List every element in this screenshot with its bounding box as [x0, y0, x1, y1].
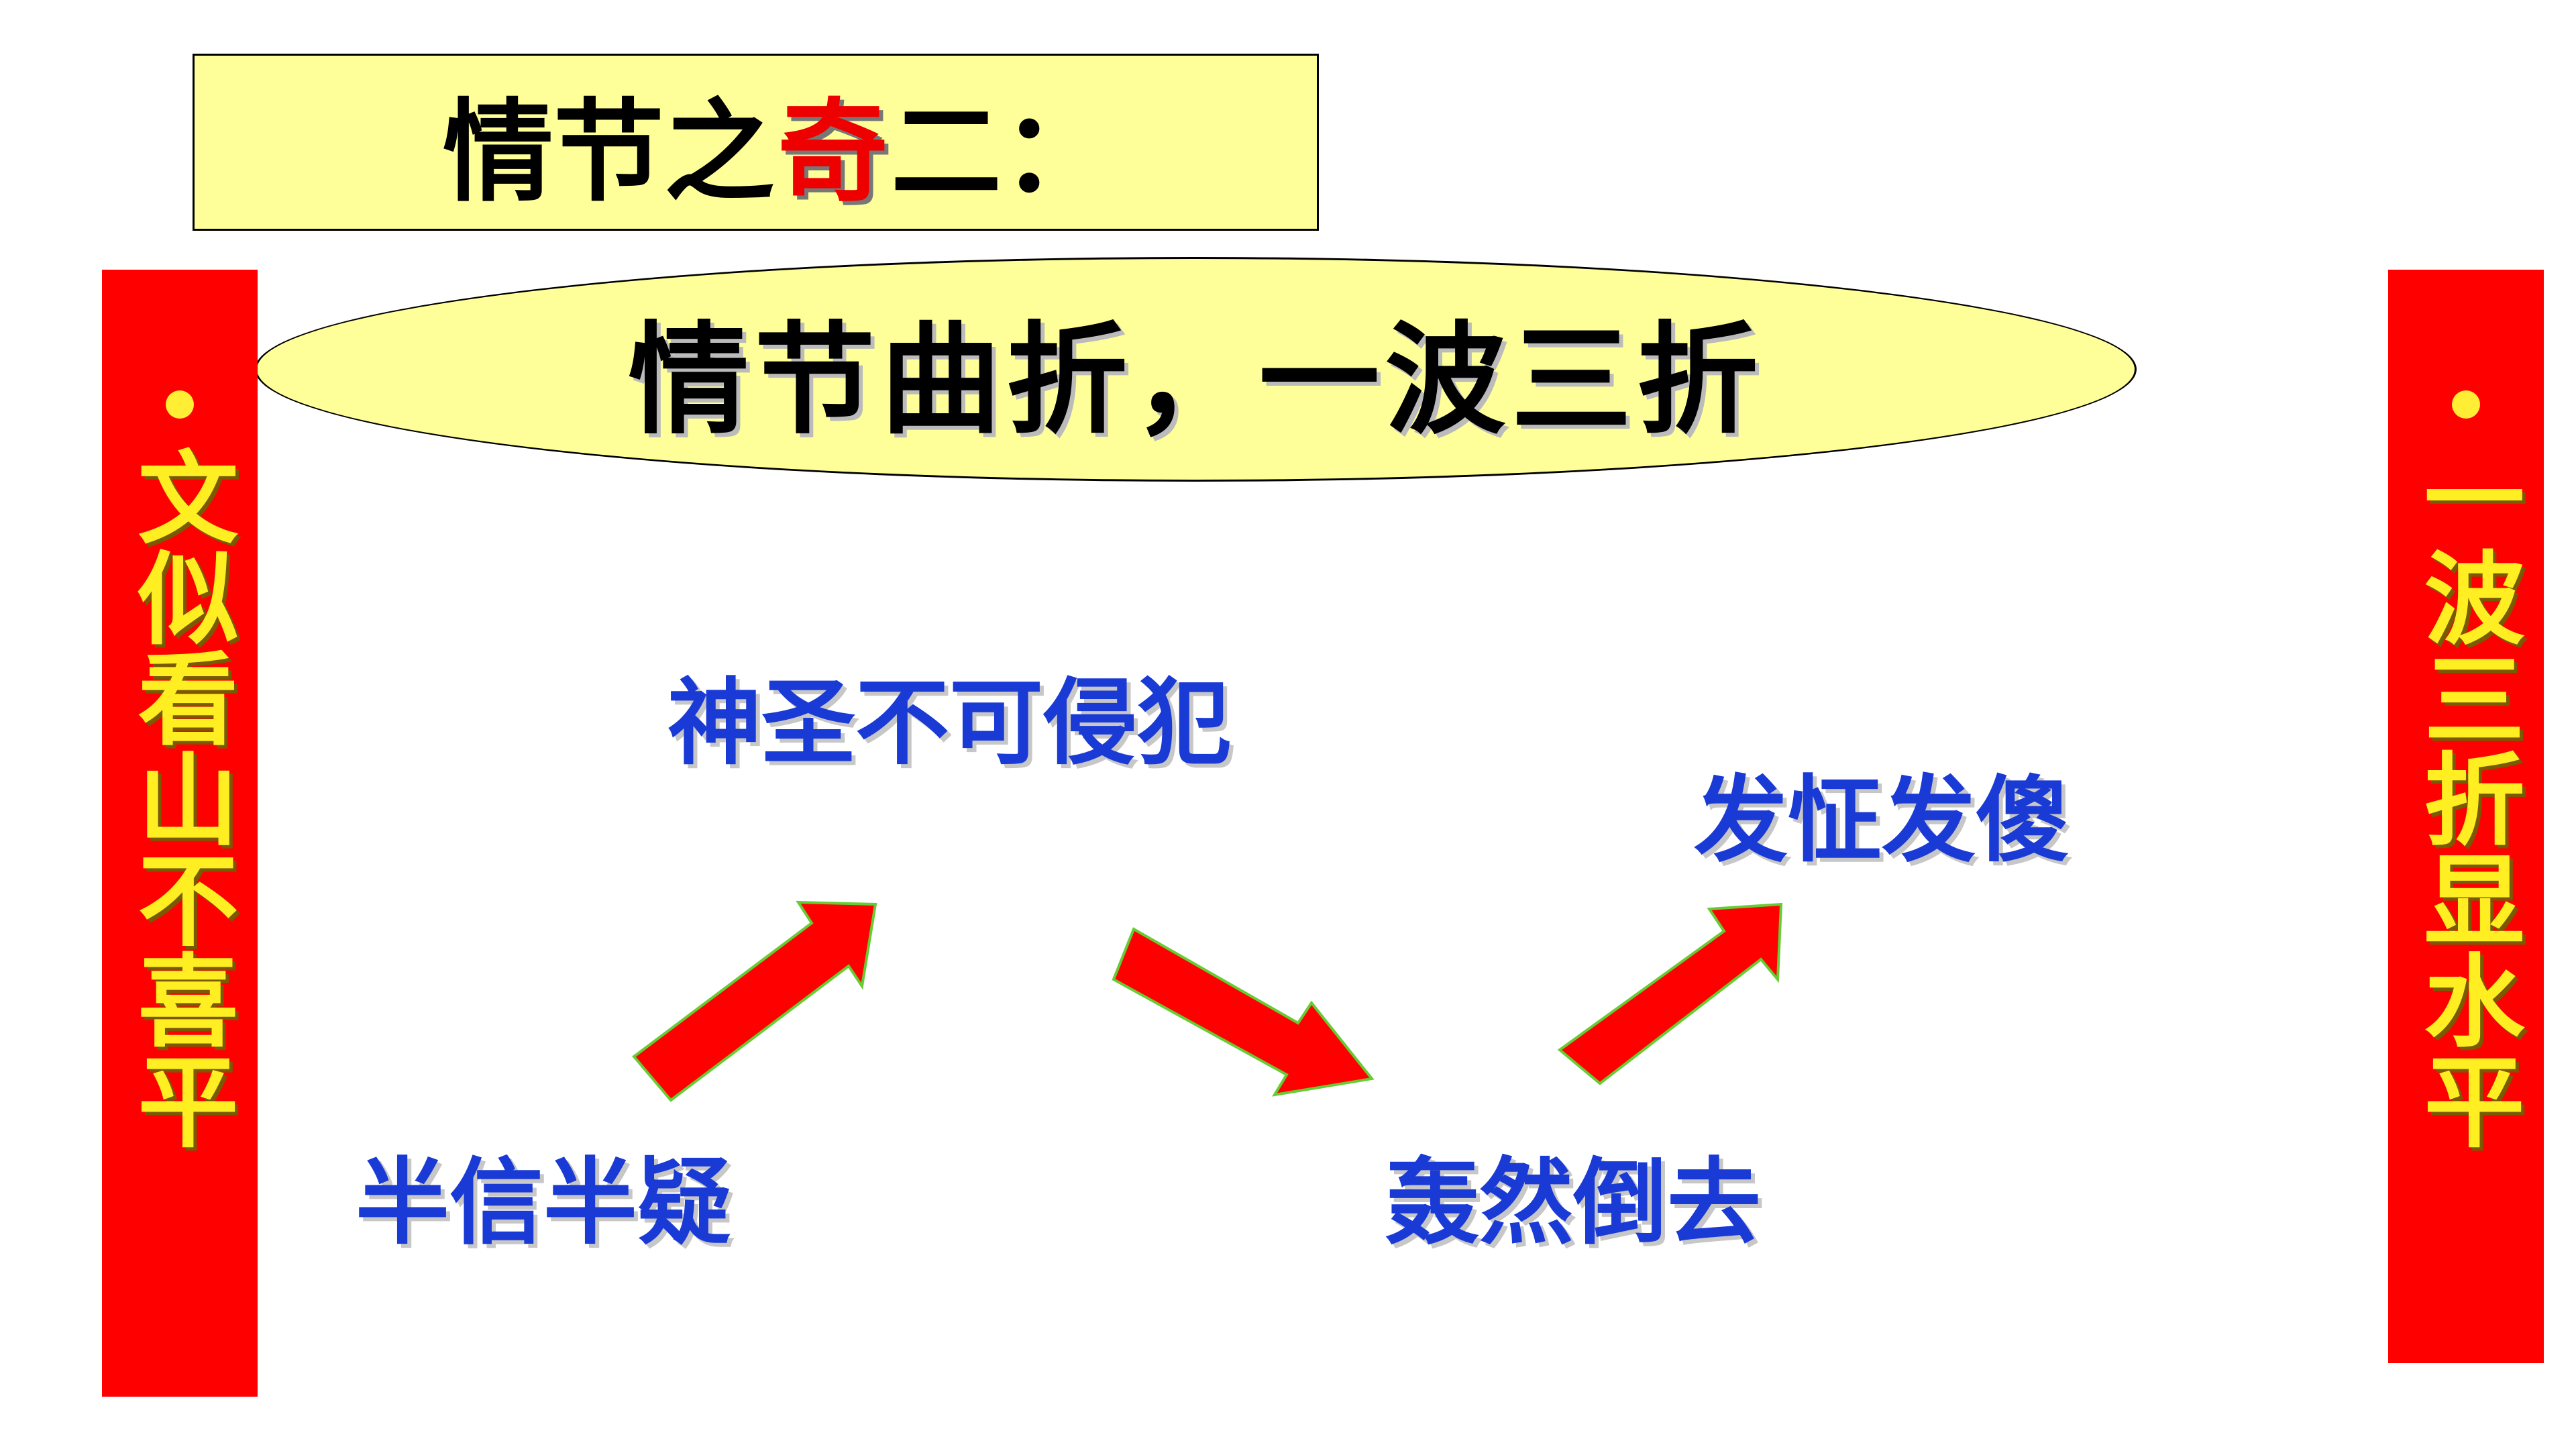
title-prefix: 情节之: [443, 87, 775, 217]
left-bullet-dot: [166, 390, 194, 419]
title-accent-char: 奇: [777, 86, 888, 217]
flow-step-3-label: 轰然倒去: [1385, 1148, 1762, 1258]
subtitle-text: 情节曲折，一波三折: [628, 311, 1764, 451]
right-bullet-dot: [2452, 390, 2480, 419]
flow-step-4-label: 发怔发傻: [1694, 766, 2070, 875]
arrow-down-1: [1112, 927, 1375, 1097]
right-couplet-banner: 一波三折显水平: [2388, 270, 2544, 1363]
arrow-up-1: [632, 900, 877, 1102]
right-couplet-text: 一波三折显水平: [2407, 445, 2525, 1150]
left-couplet-text: 文似看山不喜平: [121, 445, 239, 1150]
left-couplet-banner: 文似看山不喜平: [102, 270, 258, 1397]
flow-step-2-label: 神圣不可侵犯: [667, 669, 1232, 778]
arrow-up-2: [1557, 902, 1783, 1085]
subtitle-ellipse: 情节曲折，一波三折: [255, 257, 2137, 482]
title-suffix: 二：: [891, 87, 1112, 217]
flow-step-1-label: 半信半疑: [356, 1148, 732, 1258]
title-box: 情节之奇二：: [193, 54, 1319, 231]
